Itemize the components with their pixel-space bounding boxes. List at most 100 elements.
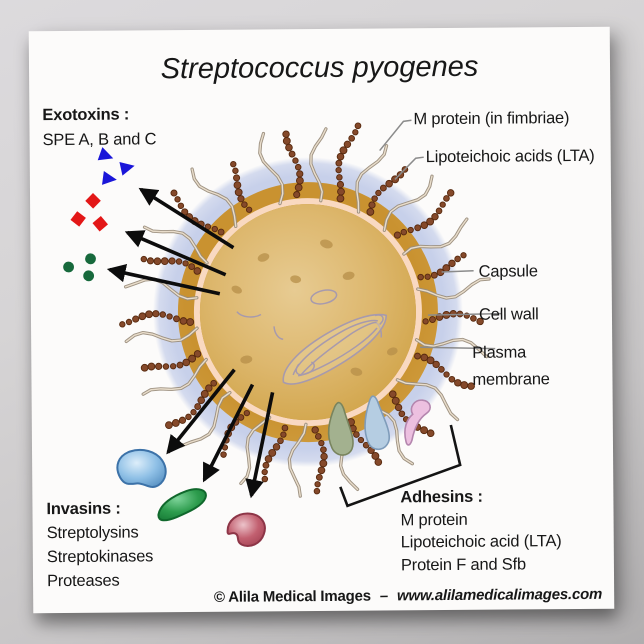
fimbria-bead <box>371 452 380 460</box>
fimbria-bead <box>152 310 160 318</box>
fimbria-bead <box>155 362 163 370</box>
fimbria-bead <box>177 202 185 210</box>
exotoxins-heading: Exotoxins : <box>42 105 130 125</box>
fimbria-bead <box>430 271 438 279</box>
fimbria-bead <box>443 195 450 202</box>
fimbria-bead <box>272 443 281 451</box>
invasin-arrow <box>245 392 275 499</box>
fimbria-bead <box>261 475 269 483</box>
fimbria-bead <box>268 448 277 457</box>
fimbria-bead <box>414 224 422 232</box>
fimbria-bead <box>186 318 195 326</box>
lta-hairs <box>123 127 491 498</box>
invasins-item: Proteases <box>46 571 120 591</box>
fimbria-bead <box>132 315 140 323</box>
fimbria-bead <box>243 409 250 417</box>
fimbria-bead <box>230 160 237 168</box>
fimbria-bead <box>314 433 322 440</box>
website-text: www.alilamedicalimages.com <box>396 585 603 605</box>
fimbria-bead <box>168 257 176 265</box>
fimbria-bead <box>422 318 429 325</box>
adhesins-bracket <box>339 424 462 508</box>
fimbria-bead <box>193 350 202 358</box>
fimbria-bead <box>241 201 248 208</box>
fimbria-bead <box>426 217 435 226</box>
fimbria-bead <box>205 384 213 392</box>
exotoxin-dot <box>83 270 95 282</box>
fimbria-bead <box>391 396 400 405</box>
fimbria-bead <box>442 264 451 273</box>
exotoxin-dot <box>63 261 74 273</box>
invasin-blobs <box>116 448 266 547</box>
granules <box>231 239 398 376</box>
cytoplasm <box>199 204 416 421</box>
diagram-title: Streptococcus pyogenes <box>160 50 479 86</box>
fimbria-bead <box>153 257 162 266</box>
invasin-blob-red <box>226 512 266 547</box>
fimbria-bead <box>429 316 436 323</box>
lta-hair <box>396 379 459 421</box>
lta-hair <box>125 327 198 343</box>
label-cell-wall: Cell wall <box>478 305 539 324</box>
adhesins-item: Protein F and Sfb <box>400 554 527 574</box>
fimbria-bead <box>426 429 435 438</box>
fimbria-bead <box>176 361 184 369</box>
adhesin-teardrop-green <box>327 401 354 456</box>
fimbria-bead <box>175 258 183 265</box>
fimbria-bead <box>443 371 450 378</box>
fimbria-bead <box>424 273 431 280</box>
secretion-arrows <box>106 187 275 499</box>
fimbria-bead <box>237 195 245 203</box>
fimbria-bead <box>146 257 154 265</box>
lta-hair <box>240 416 271 485</box>
fimbria-bead <box>182 358 191 367</box>
label-lta: Lipoteichoic acids (LTA) <box>425 146 595 167</box>
exotoxin-triangle <box>119 161 135 176</box>
fimbria-bead <box>348 135 356 142</box>
fimbria-bead <box>317 466 326 475</box>
copyright-text: © Alila Medical Images <box>213 587 371 606</box>
fimbria-bead <box>179 317 188 325</box>
fimbria-bead <box>407 226 414 234</box>
fimbria-bead <box>448 259 456 268</box>
fimbria-bead <box>233 174 241 182</box>
fimbria-bead <box>293 191 301 199</box>
fimbria-bead <box>426 356 435 365</box>
fimbria-bead <box>140 363 149 372</box>
fimbria-bead <box>160 257 169 266</box>
fimbria-bead <box>339 146 348 155</box>
fimbria-bead <box>162 363 170 370</box>
lta-hair <box>403 218 468 255</box>
exotoxin-arrow <box>138 187 235 250</box>
leader-plasma-membrane <box>420 346 496 350</box>
exotoxin-diamond <box>70 211 86 227</box>
fimbria-bead <box>159 311 167 318</box>
lta-hair <box>142 358 207 395</box>
fimbria-bead <box>166 313 173 320</box>
fimbria-bead <box>233 181 242 190</box>
adhesin-teardrop-blue <box>364 395 391 451</box>
fimbria-bead <box>193 267 202 275</box>
fimbria-bead <box>285 143 293 152</box>
fimbria-bead <box>335 166 342 174</box>
exotoxin-dot <box>85 253 96 265</box>
fimbria-bead <box>165 421 173 429</box>
fimbria-bead <box>449 310 457 318</box>
fimbria-bead <box>185 413 192 421</box>
fimbria-bead <box>417 273 424 281</box>
plasmid-arcs <box>236 289 383 341</box>
lta-hair <box>356 144 388 213</box>
bacterium-diagram <box>63 119 501 547</box>
fimbria-bead <box>280 431 287 438</box>
fimbria-bead <box>385 179 393 188</box>
fimbria-bead <box>197 396 206 405</box>
lta-hair <box>191 168 237 228</box>
fimbria-bead <box>264 455 273 463</box>
fimbria-bead <box>178 416 187 424</box>
fimbria-bead <box>454 379 462 387</box>
fimbria-bead <box>400 228 408 236</box>
invasin-blob-blue <box>116 448 167 488</box>
fimbria-bead <box>288 150 296 158</box>
fimbria-bead <box>188 263 196 271</box>
fimbria-bead <box>119 321 126 328</box>
